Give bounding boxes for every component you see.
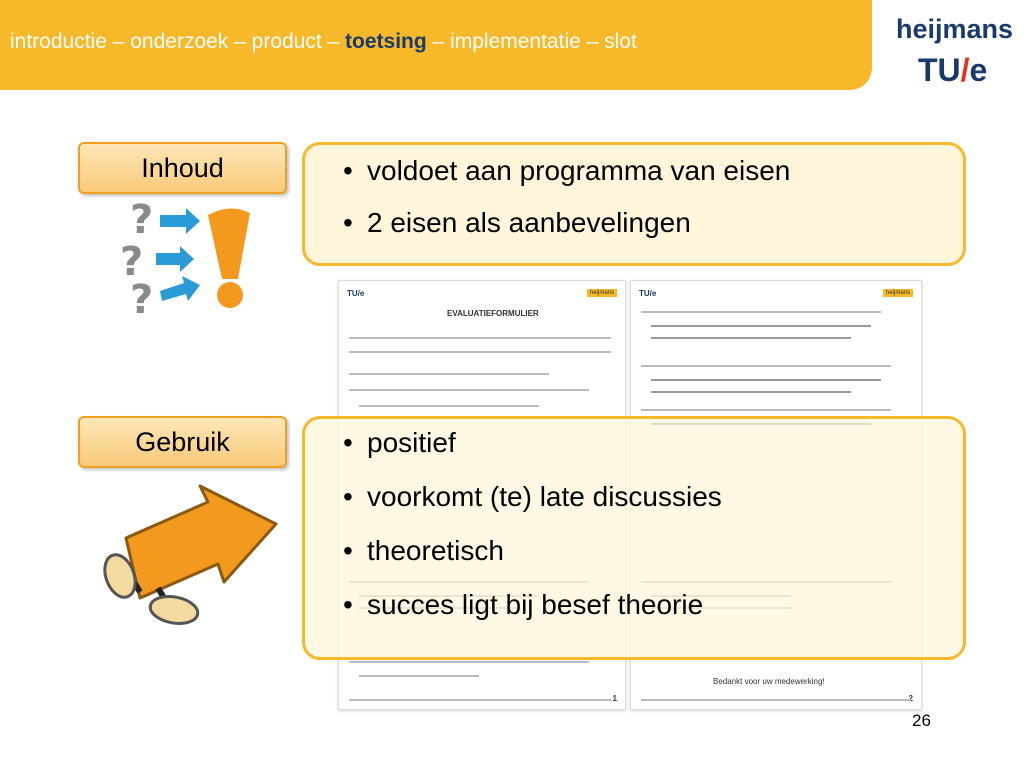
form-heijmans-tag: heijmans [586, 289, 617, 297]
tue-logo-part1: TU [918, 52, 961, 88]
section-navigation: introductie – onderzoek – product – toet… [10, 30, 637, 54]
nav-current: toetsing [345, 30, 427, 53]
form-page-number: 2 [909, 694, 913, 703]
bullet-item: voldoet aan programma van eisen [337, 155, 790, 187]
form-tue-logo: TU/e [639, 289, 657, 298]
inhoud-content-box: voldoet aan programma van eisen 2 eisen … [302, 142, 966, 266]
svg-text:?: ? [130, 277, 153, 315]
nav-before: introductie – onderzoek – product – [10, 30, 346, 53]
bullet-item: 2 eisen als aanbevelingen [337, 207, 790, 239]
bullet-item: positief [337, 427, 722, 459]
form-closing-text: Bedankt voor uw medewerking! [713, 677, 825, 686]
nav-after: – implementatie – slot [426, 30, 637, 53]
walking-feet-icon [103, 553, 200, 625]
bullet-item: voorkomt (te) late discussies [337, 481, 722, 513]
tue-logo-part2: e [969, 52, 988, 88]
header-bar: introductie – onderzoek – product – toet… [0, 0, 872, 90]
gebruik-bullet-list: positief voorkomt (te) late discussies t… [337, 427, 722, 621]
gebruik-content-box: positief voorkomt (te) late discussies t… [302, 416, 966, 660]
heijmans-logo: heijmans [896, 14, 1014, 44]
arrow-icon [124, 484, 278, 600]
bullet-item: theoretisch [337, 535, 722, 567]
question-exclamation-icon: ??? [120, 197, 250, 315]
question-mark-icon: ??? [120, 197, 153, 315]
form-title: EVALUATIEFORMULIER [447, 309, 539, 318]
blue-arrow-icon [156, 208, 200, 301]
form-heijmans-tag: heijmans [882, 289, 913, 297]
slide-number: 26 [912, 711, 931, 730]
inhoud-bullet-list: voldoet aan programma van eisen 2 eisen … [337, 155, 790, 239]
svg-text:?: ? [130, 197, 153, 243]
bullet-item: succes ligt bij besef theorie [337, 589, 722, 621]
label-inhoud: Inhoud [78, 142, 287, 194]
form-page-number: 1 [612, 694, 617, 703]
label-gebruik: Gebruik [78, 416, 287, 468]
svg-text:?: ? [120, 239, 143, 285]
form-tue-logo: TU/e [347, 289, 365, 298]
walking-arrow-icon [103, 484, 278, 625]
tue-logo: TU/e [918, 52, 987, 89]
tue-logo-slash: / [960, 52, 970, 88]
exclamation-icon [208, 208, 250, 308]
